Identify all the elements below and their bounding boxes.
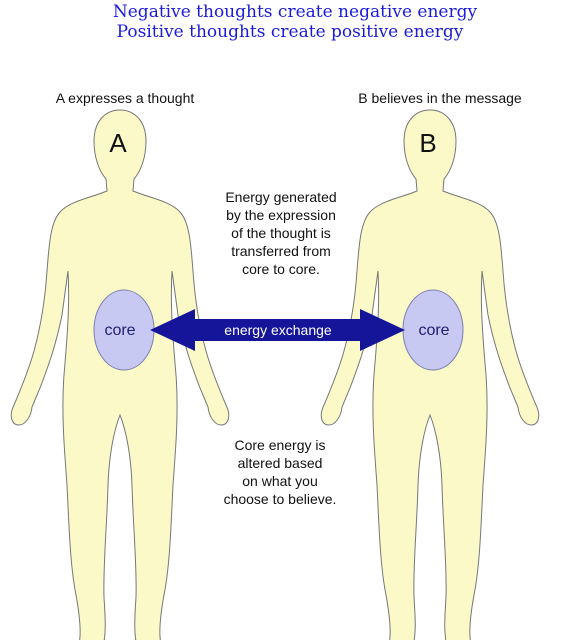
person-a-letter: A (109, 128, 127, 158)
note-top-line: core to core. (242, 261, 320, 277)
note-bottom-line: Core energy is (234, 437, 325, 453)
note-bottom-line: altered based (238, 455, 323, 471)
note-bottom-line: choose to believe. (224, 491, 337, 507)
energy-exchange-arrow (150, 309, 405, 351)
person-b-core-label: core (418, 322, 449, 339)
person-b-caption: B believes in the message (358, 90, 522, 106)
energy-exchange-label: energy exchange (224, 322, 332, 338)
note-top-line: of the thought is (231, 225, 331, 241)
person-b-letter: B (419, 128, 436, 158)
person-b-figure (320, 109, 540, 640)
note-top-line: Energy generated (225, 189, 336, 205)
core-belief-note: Core energy is altered based on what you… (224, 437, 337, 507)
person-a-caption: A expresses a thought (56, 90, 195, 106)
note-top-line: transferred from (231, 243, 331, 259)
heading-line-1: Negative thoughts create negative energy (113, 2, 478, 22)
heading-line-2: Positive thoughts create positive energy (117, 22, 464, 42)
energy-transfer-note: Energy generated by the expression of th… (225, 189, 336, 277)
person-a-figure (10, 109, 230, 640)
person-a-core-label: core (104, 322, 135, 339)
note-bottom-line: on what you (242, 473, 318, 489)
note-top-line: by the expression (226, 207, 336, 223)
